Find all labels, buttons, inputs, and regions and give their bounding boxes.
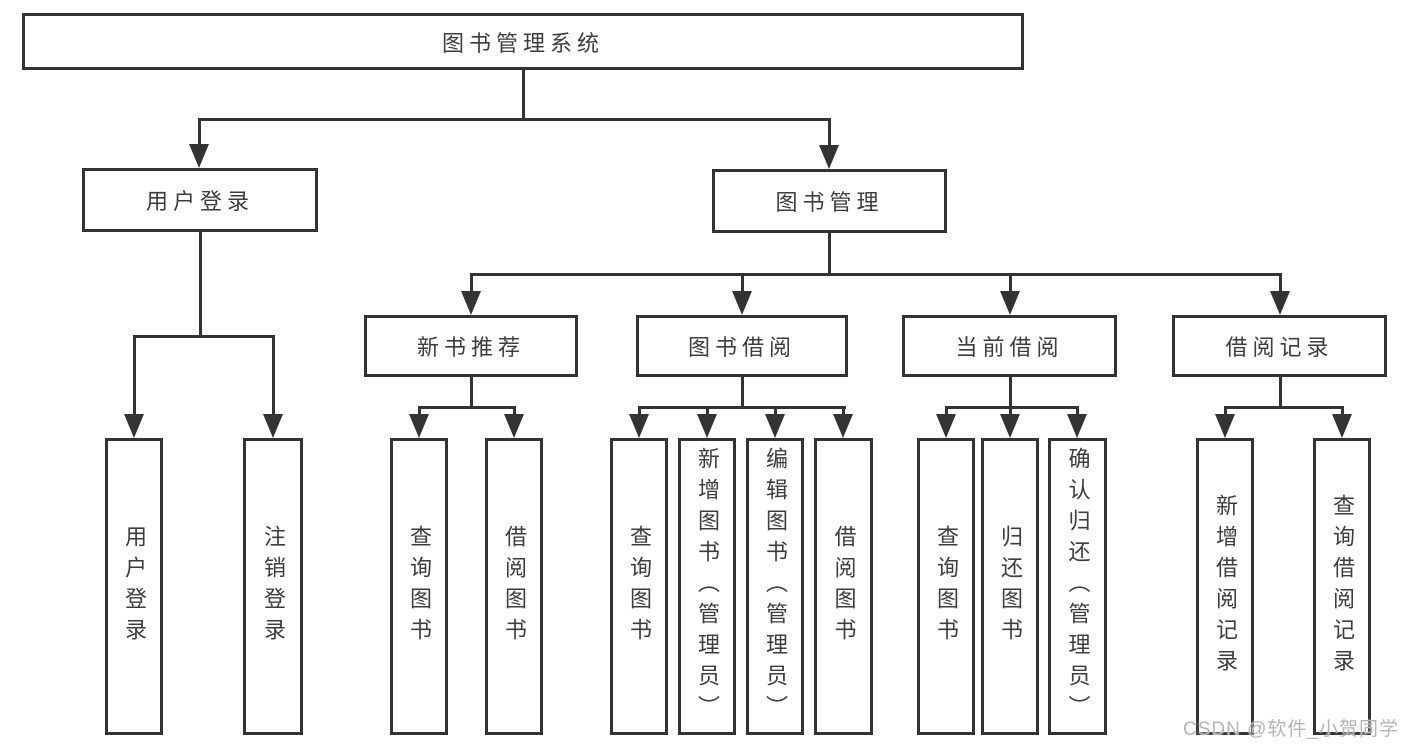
leaf-edit-book-admin: 编辑图书（管理员）	[746, 438, 804, 735]
leaf-query-borrow-record-label: 查询借阅记录	[1330, 493, 1355, 680]
arrowhead-borrow-books-2	[833, 414, 853, 438]
leaf-confirm-return-admin: 确认归还（管理员）	[1048, 438, 1107, 735]
connector-drop-add-book	[705, 406, 709, 420]
arrowhead-leaf-logout	[263, 414, 283, 438]
node-new-book-recommend-label: 新书推荐	[416, 335, 525, 360]
connector-drop-new-book-recommend	[469, 273, 473, 295]
connector-drop-leaf-user-login	[132, 335, 136, 420]
arrowhead-borrow-books-1	[504, 414, 524, 438]
connector-borrow-records-bar	[1223, 406, 1344, 409]
connector-new-book-recommend-stem	[469, 375, 473, 406]
node-current-borrow-label: 当前借阅	[955, 335, 1064, 360]
arrowhead-edit-book	[765, 414, 785, 438]
leaf-query-books-3: 查询图书	[917, 438, 975, 735]
connector-drop-query-books-3	[944, 406, 948, 420]
connector-current-borrow-bar	[944, 406, 1079, 409]
leaf-logout: 注销登录	[243, 438, 303, 735]
leaf-add-borrow-record: 新增借阅记录	[1196, 438, 1254, 735]
node-user-login-label: 用户登录	[145, 189, 254, 214]
connector-new-book-recommend-bar	[417, 406, 516, 409]
arrowhead-new-book-recommend	[461, 291, 481, 315]
connector-drop-current-borrow	[1008, 273, 1012, 295]
leaf-borrow-books-2: 借阅图书	[814, 438, 873, 735]
node-book-borrow-label: 图书借阅	[687, 335, 796, 360]
arrowhead-add-borrow-record	[1215, 414, 1235, 438]
arrowhead-current-borrow	[1000, 291, 1020, 315]
connector-drop-confirm-return	[1076, 406, 1079, 420]
leaf-user-login: 用户登录	[105, 438, 163, 735]
connector-book-borrow-stem	[740, 375, 744, 406]
leaf-return-book-label: 归还图书	[998, 524, 1023, 649]
node-borrow-records-label: 借阅记录	[1225, 335, 1334, 360]
leaf-add-book-admin-label: 新增图书（管理员）	[695, 447, 720, 726]
node-current-borrow: 当前借阅	[902, 315, 1117, 377]
connector-drop-book-management	[827, 118, 831, 150]
connector-drop-edit-book	[773, 406, 777, 420]
connector-root-stem	[521, 67, 525, 118]
leaf-logout-label: 注销登录	[261, 524, 286, 649]
connector-borrow-records-stem	[1278, 375, 1282, 406]
connector-user-login-stem	[198, 230, 202, 335]
arrowhead-book-management	[819, 145, 839, 169]
arrowhead-return-book	[1000, 414, 1020, 438]
connector-book-management-stem	[827, 231, 831, 273]
arrowhead-query-books-1	[409, 414, 429, 438]
node-borrow-records: 借阅记录	[1172, 315, 1387, 377]
node-user-login: 用户登录	[82, 168, 318, 232]
node-book-borrow: 图书借阅	[636, 315, 848, 377]
connector-level3-bar	[469, 273, 1282, 276]
node-root-label: 图书管理系统	[441, 30, 604, 56]
leaf-edit-book-admin-label: 编辑图书（管理员）	[763, 447, 788, 726]
connector-drop-add-borrow-record	[1223, 406, 1227, 420]
leaf-confirm-return-admin-label: 确认归还（管理员）	[1065, 447, 1091, 726]
connector-drop-query-books-1	[417, 406, 421, 420]
leaf-borrow-books-1: 借阅图书	[485, 438, 543, 735]
connector-drop-book-borrow	[740, 273, 744, 295]
arrowhead-confirm-return	[1067, 414, 1087, 438]
connector-drop-user-login	[197, 118, 201, 150]
node-root: 图书管理系统	[22, 13, 1024, 70]
arrowhead-user-login	[189, 144, 209, 168]
arrowhead-query-borrow-record	[1332, 414, 1352, 438]
leaf-add-book-admin: 新增图书（管理员）	[678, 438, 736, 735]
arrowhead-leaf-user-login	[124, 414, 144, 438]
leaf-query-books-2: 查询图书	[610, 438, 668, 735]
connector-drop-query-books-2	[637, 406, 641, 420]
connector-level2-bar	[197, 118, 831, 121]
leaf-add-borrow-record-label: 新增借阅记录	[1213, 493, 1238, 680]
arrowhead-query-books-2	[629, 414, 649, 438]
arrowhead-borrow-records	[1270, 291, 1290, 315]
connector-drop-return-book	[1008, 406, 1012, 420]
leaf-query-borrow-record: 查询借阅记录	[1313, 438, 1371, 735]
connector-user-login-bar	[132, 335, 275, 338]
connector-current-borrow-stem	[1008, 375, 1012, 406]
connector-drop-borrow-books-1	[512, 406, 516, 420]
connector-drop-query-borrow-record	[1340, 406, 1344, 420]
node-new-book-recommend: 新书推荐	[364, 315, 578, 377]
connector-book-borrow-bar	[637, 406, 846, 409]
node-book-management-label: 图书管理	[775, 190, 884, 215]
leaf-query-books-3-label: 查询图书	[934, 524, 959, 649]
connector-drop-leaf-logout	[271, 335, 275, 420]
leaf-borrow-books-2-label: 借阅图书	[831, 524, 857, 649]
leaf-return-book: 归还图书	[981, 438, 1039, 735]
connector-drop-borrow-records	[1278, 273, 1282, 295]
leaf-query-books-1-label: 查询图书	[407, 524, 432, 649]
arrowhead-add-book	[697, 414, 717, 438]
connector-drop-borrow-books-2	[841, 406, 845, 420]
arrowhead-book-borrow	[732, 291, 752, 315]
node-book-management: 图书管理	[712, 169, 947, 233]
csdn-watermark: CSDN @软件_小贺同学	[1183, 719, 1399, 740]
leaf-user-login-label: 用户登录	[122, 524, 147, 649]
leaf-query-books-2-label: 查询图书	[627, 524, 652, 649]
leaf-borrow-books-1-label: 借阅图书	[502, 524, 527, 649]
arrowhead-query-books-3	[936, 414, 956, 438]
leaf-query-books-1: 查询图书	[390, 438, 448, 735]
